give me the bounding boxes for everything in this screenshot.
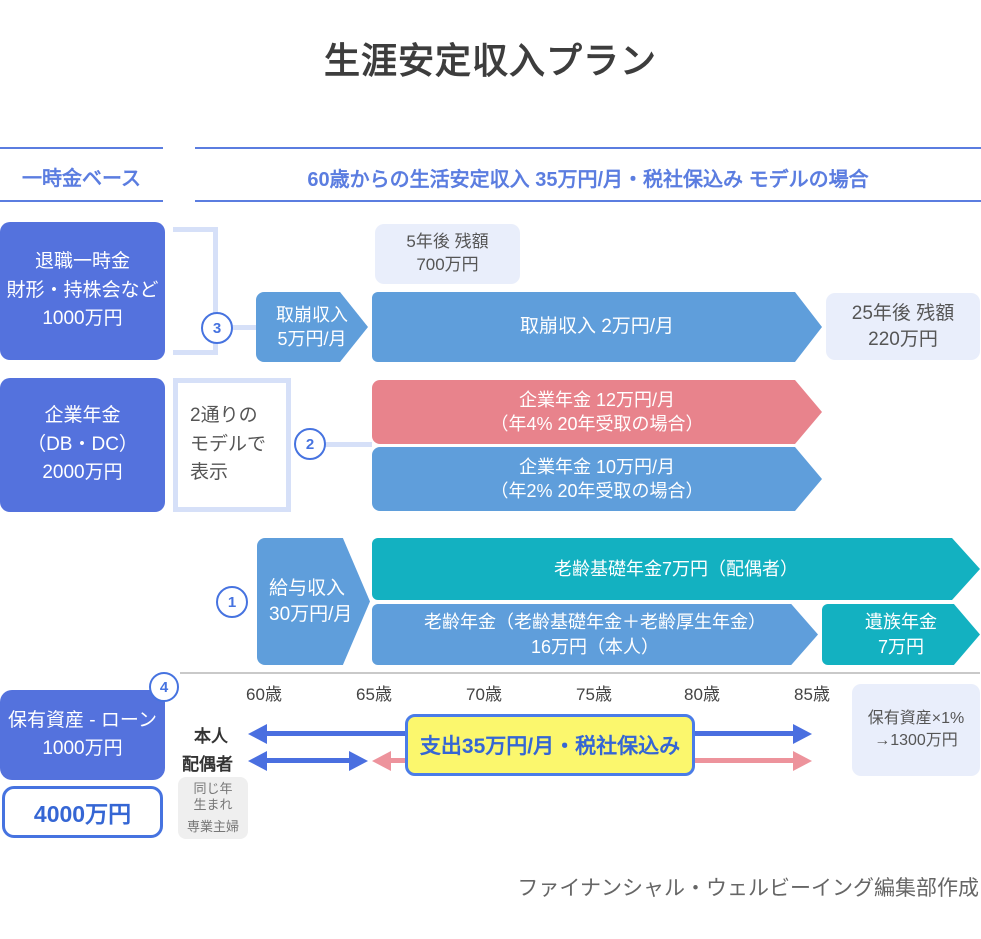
header-left-rule-top (0, 147, 163, 149)
self-pension-line2: 16万円（本人） (530, 636, 660, 657)
spouse-note-box: 同じ年 生まれ 専業主婦 (178, 777, 248, 839)
corporate-4pct-arrow: 企業年金 12万円/月 （年4% 20年受取の場合） (372, 380, 822, 444)
drawdown-small-line2: 5万円/月 (277, 329, 347, 349)
total-assets-box: 4000万円 (2, 786, 163, 838)
retirement-source-line3: 1000万円 (42, 308, 123, 330)
step-3-badge: 3 (201, 312, 233, 344)
step-1-badge: 1 (216, 586, 248, 618)
bracket-shape (173, 227, 218, 355)
model-note-line2: モデルで (190, 433, 267, 455)
self-pension-line1: 老齢年金（老齢基礎年金＋老齢厚生年金） (424, 612, 766, 633)
spouse-note-line1: 同じ年 (193, 781, 233, 797)
survivor-pension-arrow: 遺族年金 7万円 (822, 604, 980, 665)
age-label-70: 70歳 (466, 685, 502, 704)
drawdown-main-label: 取崩収入 2万円/月 (519, 316, 675, 338)
corporate-source-line2: （DB・DC） (27, 433, 138, 455)
salary-line2: 30万円/月 (269, 603, 353, 625)
retirement-source-line2: 財形・持株会など (6, 279, 159, 301)
corporate-2pct-arrow: 企業年金 10万円/月 （年2% 20年受取の場合） (372, 447, 822, 511)
assets-source-line2: 1000万円 (42, 738, 123, 759)
retirement-source-line1: 退職一時金 (34, 251, 130, 273)
model-note-box: 2通りの モデルで 表示 (173, 378, 291, 512)
arrowhead-left-icon (248, 723, 267, 744)
arrowhead-left-icon (248, 750, 267, 771)
asset-yield-line1: 保有資産×1% (867, 710, 965, 728)
corporate-source-box: 企業年金 （DB・DC） 2000万円 (0, 378, 165, 512)
age-label-65: 65歳 (356, 685, 392, 704)
corporate-source-line3: 2000万円 (42, 462, 123, 484)
spouse-basic-pension-label: 老齢基礎年金7万円（配偶者） (553, 558, 798, 579)
arrowhead-left-icon (372, 750, 391, 771)
age-label-60: 60歳 (246, 685, 282, 704)
connector-line (322, 442, 372, 447)
survivor-pension-line1: 遺族年金 (865, 612, 937, 633)
corporate-4pct-line2: （年4% 20年受取の場合） (490, 414, 704, 434)
timeline-axis (180, 672, 980, 674)
arrowhead-right-icon (793, 750, 812, 771)
spouse-basic-pension-arrow: 老齢基礎年金7万円（配偶者） (372, 538, 980, 600)
drawdown-small-line1: 取崩収入 (276, 304, 348, 325)
corporate-2pct-line1: 企業年金 10万円/月 (518, 456, 676, 477)
age-label-75: 75歳 (576, 685, 612, 704)
credit-line: ファイナンシャル・ウェルビーイング編集部作成 (517, 877, 979, 900)
spending-box: 支出35万円/月・税社保込み (405, 714, 695, 776)
note-25yr-line1: 25年後 残額 (851, 302, 955, 324)
note-5yr-line1: 5年後 残額 (406, 232, 489, 252)
arrowhead-right-icon (349, 750, 368, 771)
model-note-line3: 表示 (190, 462, 229, 484)
corporate-4pct-line1: 企業年金 12万円/月 (518, 389, 676, 410)
age-label-85: 85歳 (794, 685, 830, 704)
self-pension-arrow: 老齢年金（老齢基礎年金＋老齢厚生年金） 16万円（本人） (372, 604, 818, 665)
header-left-rule-bottom (0, 200, 163, 202)
spouse-note-line3: 専業主婦 (186, 818, 239, 834)
page-title: 生涯安定収入プラン (323, 40, 657, 81)
asset-yield-note-box: 保有資産×1% →1300万円 (852, 684, 980, 776)
note-25yr-line2: 220万円 (868, 328, 938, 350)
header-main-label: 60歳からの生活安定収入 35万円/月・税社保込み モデルの場合 (307, 169, 869, 191)
spouse-timeline-arrow-blue (248, 750, 368, 771)
drawdown-main-arrow: 取崩収入 2万円/月 (372, 292, 822, 362)
assets-source-box: 保有資産 - ローン 1000万円 (0, 690, 165, 780)
assets-source-line1: 保有資産 - ローン (8, 709, 157, 731)
step-4-badge: 4 (149, 672, 179, 702)
note-25yr-box: 25年後 残額 220万円 (826, 293, 980, 360)
salary-line1: 給与収入 (269, 577, 346, 599)
drawdown-small-arrow: 取崩収入 5万円/月 (256, 292, 368, 362)
step-2-badge: 2 (294, 428, 326, 460)
spouse-label: 配偶者 (182, 755, 233, 774)
note-5yr-line2: 700万円 (416, 255, 479, 274)
survivor-pension-line2: 7万円 (877, 636, 924, 657)
retirement-source-box: 退職一時金 財形・持株会など 1000万円 (0, 222, 165, 360)
asset-yield-line2: →1300万円 (874, 732, 958, 749)
model-note-line1: 2通りの (190, 405, 258, 427)
salary-arrow: 給与収入 30万円/月 (257, 538, 370, 665)
spouse-note-line2: 生まれ (193, 797, 233, 813)
corporate-2pct-line2: （年2% 20年受取の場合） (490, 481, 704, 501)
person-label: 本人 (194, 727, 228, 746)
connector-line (230, 325, 258, 330)
header-main-rule-top (195, 147, 981, 149)
note-5yr-box: 5年後 残額 700万円 (375, 224, 520, 284)
header-main-rule-bottom (195, 200, 981, 202)
arrowhead-right-icon (793, 723, 812, 744)
corporate-source-line1: 企業年金 (44, 405, 121, 427)
header-left-label: 一時金ベース (22, 168, 141, 190)
age-label-80: 80歳 (684, 685, 720, 704)
